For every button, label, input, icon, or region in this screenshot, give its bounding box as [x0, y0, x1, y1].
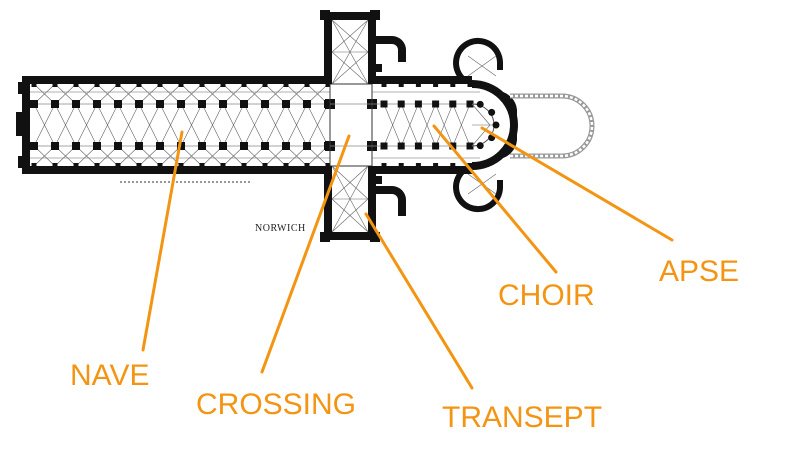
leader-lines [141, 124, 674, 390]
crossing-area [329, 83, 373, 167]
label-transept: TRANSEPT [442, 401, 602, 434]
choir-piers [380, 81, 474, 169]
plan-caption: NORWICH [255, 223, 306, 234]
nave-vault-grid [30, 83, 330, 167]
label-choir: CHOIR [498, 279, 595, 312]
choir-area [372, 76, 480, 174]
nave-leader [141, 130, 184, 352]
label-apse: APSE [659, 255, 739, 288]
north-transept [320, 10, 406, 85]
label-nave: NAVE [70, 359, 149, 392]
choir-leader [432, 124, 558, 274]
nave-walls [16, 76, 330, 174]
label-crossing: CROSSING [196, 388, 356, 421]
apse-area [453, 37, 518, 213]
crossing-leader [260, 134, 351, 374]
cathedral-floor-plan [16, 10, 595, 242]
nave-piers [30, 81, 377, 169]
apse-leader [480, 126, 674, 242]
transept-leader [364, 212, 474, 390]
south-transept [320, 165, 406, 242]
lady-chapel-outline [510, 93, 595, 159]
